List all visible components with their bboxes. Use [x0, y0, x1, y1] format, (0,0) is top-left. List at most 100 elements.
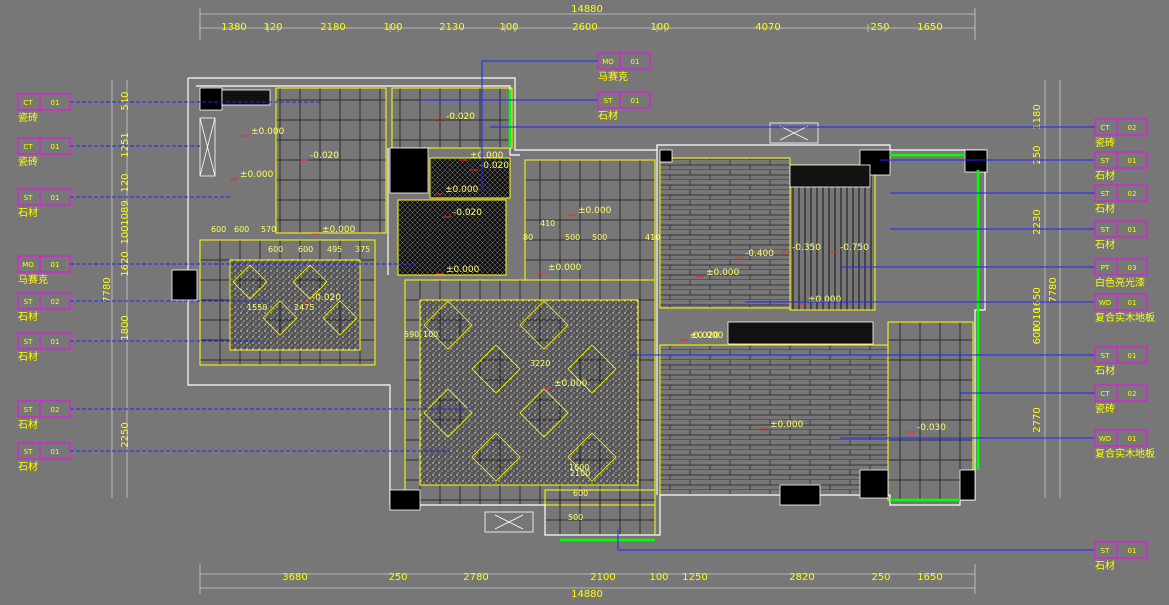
material-code: ST: [1101, 547, 1110, 555]
material-tag-box: [17, 137, 71, 155]
wardrobe-stripes: [789, 164, 876, 311]
material-number: 01: [1128, 299, 1137, 307]
left-dimension: 120: [120, 173, 131, 192]
center-diamond-tile: [567, 344, 617, 394]
material-number: 01: [51, 261, 60, 269]
level-label: ±0.000: [240, 170, 274, 180]
top-total-dimension: 14880: [571, 4, 603, 15]
level-label: ±0.000: [808, 295, 842, 305]
right-dimension: 1650: [1032, 287, 1043, 312]
inner-dimension: 100: [423, 330, 438, 339]
material-number: 01: [631, 58, 640, 66]
inner-dimension: 3220: [530, 359, 550, 368]
level-label: ±0.000: [706, 268, 740, 278]
material-tag-box: [1094, 220, 1148, 238]
material-tag-box: [17, 400, 71, 418]
right-dimension: 2230: [1032, 209, 1043, 234]
top-dimension: 1650: [917, 22, 942, 33]
counter-strip: [221, 89, 271, 106]
right-dimension: 250: [1032, 145, 1043, 164]
mosaic-1: [429, 157, 511, 199]
inner-dimension: 500: [592, 233, 607, 242]
bottom-total-dimension: 14880: [571, 589, 603, 600]
column-block: [171, 269, 198, 301]
material-number: 01: [51, 448, 60, 456]
material-label: 马赛克: [18, 273, 48, 286]
material-label: 石材: [18, 418, 38, 431]
material-tag-box: [17, 292, 71, 310]
wardrobe-bar: [727, 321, 874, 345]
center-diamond-tile: [519, 388, 569, 438]
material-label: 瓷砖: [1095, 136, 1115, 149]
center-diamond-tile: [423, 300, 473, 350]
level-label: ±0.000: [578, 206, 612, 216]
material-tag-box: [1094, 346, 1148, 364]
bathroom-tile-area: [887, 321, 974, 501]
misc-fixtures: [199, 89, 874, 533]
material-label: 复合实木地板: [1095, 447, 1155, 460]
right-dimension: 1180: [1032, 104, 1043, 129]
material-code: CT: [1100, 390, 1110, 398]
material-label: 瓷砖: [18, 111, 38, 124]
material-number: 01: [1128, 435, 1137, 443]
material-label: 石材: [1095, 364, 1115, 377]
material-number: 02: [51, 298, 60, 306]
material-tag-box: [1094, 151, 1148, 169]
material-label: 石材: [1095, 238, 1115, 251]
material-tag-box: [1094, 118, 1148, 136]
left-dimension: 510: [120, 91, 131, 110]
material-tag-box: [1094, 384, 1148, 402]
level-label: ±0.000: [548, 263, 582, 273]
column-block: [199, 87, 223, 111]
material-code: ST: [24, 194, 33, 202]
column-block: [389, 147, 429, 194]
mosaic-2: [397, 199, 507, 276]
windows: [508, 90, 980, 542]
material-label: 复合实木地板: [1095, 311, 1155, 324]
material-tag-box: [597, 52, 651, 70]
level-label: ±0.000: [446, 265, 480, 275]
dining-tile-area: [391, 87, 513, 149]
material-label: 瓷砖: [18, 155, 38, 168]
bottom-dimension: 100: [649, 572, 668, 583]
material-number: 01: [51, 194, 60, 202]
kitchen-tile-area: [275, 87, 387, 234]
material-code: MO: [22, 261, 34, 269]
level-label: ±0.000: [690, 331, 724, 341]
inner-dimension: 2475: [294, 303, 314, 312]
inner-dimension: 2100: [570, 469, 590, 478]
left-diamond-tile: [292, 264, 328, 300]
material-tag-box: [1094, 184, 1148, 202]
right-dimension: 1010: [1032, 307, 1043, 332]
level-label: -0.020: [312, 293, 341, 303]
material-code: CT: [23, 99, 33, 107]
material-label: 石材: [18, 350, 38, 363]
material-code: ST: [24, 406, 33, 414]
bottom-dimension: 1650: [917, 572, 942, 583]
leader-lines: [70, 60, 1095, 551]
inner-dimension: 410: [645, 233, 660, 242]
material-number: 01: [1128, 157, 1137, 165]
inner-dimension: 500: [565, 233, 580, 242]
material-label: 石材: [1095, 202, 1115, 215]
material-label: 石材: [1095, 559, 1115, 572]
bottom-dimension: 2780: [463, 572, 488, 583]
inner-dimension: 80: [523, 233, 533, 242]
level-label: -0.020: [446, 112, 475, 122]
top-dimension: 250: [870, 22, 889, 33]
center-diamond-tile: [423, 388, 473, 438]
window-box-bottom: [484, 511, 534, 533]
level-label: -0.020: [453, 208, 482, 218]
material-number: 01: [51, 143, 60, 151]
bedroom-1-wood: [659, 157, 791, 309]
material-code: ST: [1101, 157, 1110, 165]
bottom-dimension: 2820: [789, 572, 814, 583]
bottom-dimension: 250: [388, 572, 407, 583]
material-label: 石材: [18, 310, 38, 323]
bedroom-2-wood: [659, 344, 889, 496]
